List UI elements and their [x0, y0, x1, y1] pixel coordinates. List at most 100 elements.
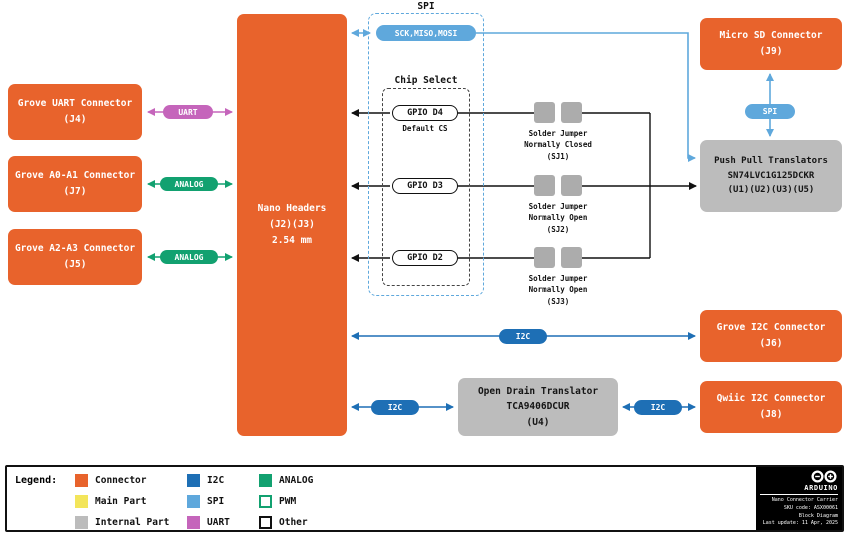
block-ref: (J6) — [759, 338, 783, 349]
gpio-d4-default-cs-note: Default CS — [402, 124, 448, 133]
i2c-grove-bus-pill: I2C — [499, 329, 547, 344]
block-ref: (J2)(J3) — [269, 218, 315, 230]
sj-title: Solder Jumper — [528, 202, 588, 211]
legend-label: I2C — [207, 475, 225, 486]
title-block-sku: SKU code: ASX00061 — [783, 504, 838, 511]
sj2-pad-icon — [561, 175, 582, 196]
legend-label: ANALOG — [279, 475, 314, 486]
title-block-doc-type: Block Diagram — [798, 512, 838, 519]
sj2-label: Solder Jumper Normally Open (SJ2) — [503, 201, 613, 235]
block-ref: (J4) — [63, 114, 87, 125]
legend-label: PWM — [279, 496, 297, 507]
block-title: Grove A2-A3 Connector — [14, 242, 136, 254]
sj1-label: Solder Jumper Normally Closed (SJ1) — [503, 128, 613, 162]
block-ref: (U1)(U2)(U3)(U5) — [727, 185, 815, 196]
i2c-od-qwiic-bus-pill: I2C — [634, 400, 682, 415]
arduino-brand-text: ARDUINO — [804, 484, 838, 492]
legend-label: UART — [207, 517, 230, 528]
legend-title: Legend: — [15, 475, 58, 486]
sj3-label: Solder Jumper Normally Open (SJ3) — [503, 273, 613, 307]
i2c-nano-od-bus-pill: I2C — [371, 400, 419, 415]
qwiic-i2c-connector-block: Qwiic I2C Connector (J8) — [700, 381, 842, 433]
spi-group-label: SPI — [417, 1, 435, 12]
title-block-divider — [760, 494, 838, 495]
sj-ref: (SJ2) — [546, 224, 570, 234]
legend-item-pwm: PWM — [259, 495, 296, 508]
sj-title: Solder Jumper — [528, 129, 588, 138]
legend-item-analog: ANALOG — [259, 474, 313, 487]
main-part-swatch-icon — [75, 495, 88, 508]
sj1-pad-icon — [561, 102, 582, 123]
grove-a0a1-connector-block: Grove A0-A1 Connector (J7) — [8, 156, 142, 212]
spi-group-box — [368, 13, 484, 296]
internal-part-swatch-icon — [75, 516, 88, 529]
title-block-last-update: Last update: 11 Apr, 2025 — [762, 520, 838, 527]
block-ref: (J5) — [63, 259, 87, 270]
nano-headers-block: Nano Headers (J2)(J3) 2.54 mm — [237, 14, 347, 436]
legend-label: Internal Part — [95, 517, 170, 528]
legend-item-main-part: Main Part — [75, 495, 146, 508]
sj-state: Normally Open — [528, 285, 588, 295]
legend-box: Legend: Connector Main Part Internal Par… — [5, 465, 844, 532]
gpio-d2-pill: GPIO D2 — [392, 250, 458, 266]
gpio-d3-pill: GPIO D3 — [392, 178, 458, 194]
title-block-product: Nano Connector Carrier — [771, 497, 838, 503]
block-title: Micro SD Connector — [719, 29, 823, 41]
legend-item-connector: Connector — [75, 474, 146, 487]
sj3-pad-icon — [561, 247, 582, 268]
gpio-d4-pill: GPIO D4 — [392, 105, 458, 121]
connector-swatch-icon — [75, 474, 88, 487]
grove-uart-connector-block: Grove UART Connector (J4) — [8, 84, 142, 140]
legend-item-uart: UART — [187, 516, 230, 529]
sj-ref: (SJ1) — [546, 151, 570, 161]
block-title: Qwiic I2C Connector — [716, 392, 826, 404]
block-pitch: 2.54 mm — [271, 235, 313, 247]
spi-swatch-icon — [187, 495, 200, 508]
sj-ref: (SJ3) — [546, 296, 570, 306]
block-title: Grove A0-A1 Connector — [14, 169, 136, 181]
arduino-logo-icon — [811, 470, 837, 483]
block-part-number: TCA9406DCUR — [506, 401, 570, 413]
grove-a2a3-connector-block: Grove A2-A3 Connector (J5) — [8, 229, 142, 285]
other-swatch-icon — [259, 516, 272, 529]
uart-swatch-icon — [187, 516, 200, 529]
spi-sd-bus-pill: SPI — [745, 104, 795, 119]
block-title: Nano Headers — [257, 202, 327, 214]
analog-swatch-icon — [259, 474, 272, 487]
block-title: Grove UART Connector — [17, 97, 133, 109]
block-title: Open Drain Translator — [477, 386, 599, 398]
sj-title: Solder Jumper — [528, 274, 588, 283]
chip-select-group-label: Chip Select — [394, 75, 458, 86]
legend-item-i2c: I2C — [187, 474, 224, 487]
chip-select-group-box — [382, 88, 470, 286]
pwm-swatch-icon — [259, 495, 272, 508]
sj3-pad-icon — [534, 247, 555, 268]
legend-item-internal-part: Internal Part — [75, 516, 169, 529]
uart-bus-pill: UART — [163, 105, 213, 119]
analog-bus-pill-a2a3: ANALOG — [160, 250, 218, 264]
legend-label: SPI — [207, 496, 225, 507]
legend-item-other: Other — [259, 516, 308, 529]
block-ref: (U4) — [526, 416, 550, 428]
title-block: ARDUINO Nano Connector Carrier SKU code:… — [756, 467, 842, 530]
block-ref: (J8) — [759, 409, 783, 420]
sj1-pad-icon — [534, 102, 555, 123]
block-part-number: SN74LVC1G125DCKR — [727, 170, 815, 181]
open-drain-translator-block: Open Drain Translator TCA9406DCUR (U4) — [458, 378, 618, 436]
micro-sd-connector-block: Micro SD Connector (J9) — [700, 18, 842, 70]
legend-label: Connector — [95, 475, 147, 486]
sck-miso-mosi-pill: SCK,MISO,MOSI — [376, 25, 476, 41]
legend-label: Other — [279, 517, 308, 528]
block-title: Push Pull Translators — [714, 156, 828, 167]
i2c-swatch-icon — [187, 474, 200, 487]
push-pull-translators-block: Push Pull Translators SN74LVC1G125DCKR (… — [700, 140, 842, 212]
sj-state: Normally Open — [528, 213, 588, 223]
grove-i2c-connector-block: Grove I2C Connector (J6) — [700, 310, 842, 362]
block-ref: (J9) — [759, 46, 783, 57]
block-title: Grove I2C Connector — [716, 321, 826, 333]
sj2-pad-icon — [534, 175, 555, 196]
spi-route-to-translators — [476, 32, 696, 162]
sj-state: Normally Closed — [524, 140, 592, 150]
block-ref: (J7) — [63, 186, 87, 197]
